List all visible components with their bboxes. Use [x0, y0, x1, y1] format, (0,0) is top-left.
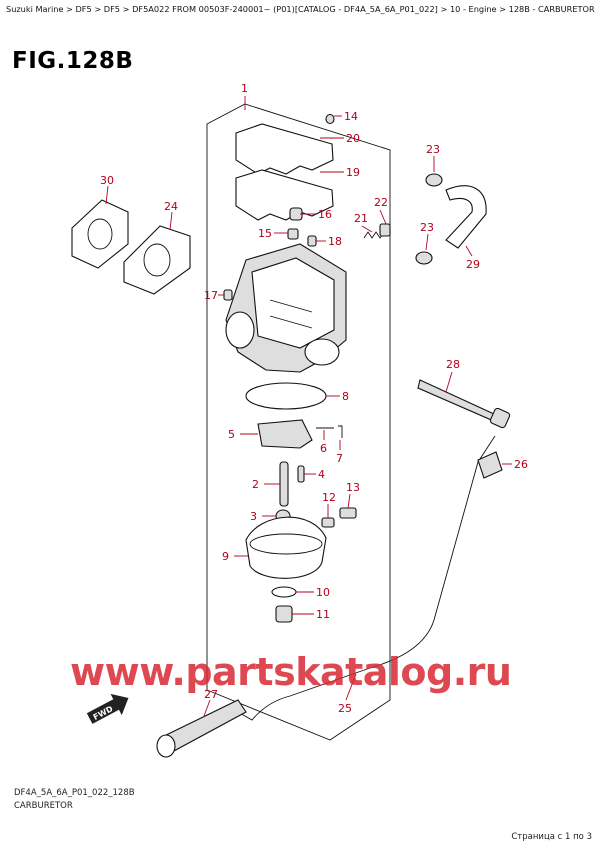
main-jet-2 [279, 461, 289, 507]
washer-10 [271, 586, 297, 598]
callout-labels: 1 14 20 19 30 24 16 15 18 21 22 23 23 29… [100, 82, 528, 715]
insulator-30 [71, 199, 129, 269]
callout-14: 14 [344, 110, 358, 123]
clip-23b [415, 251, 433, 265]
callout-17: 17 [204, 289, 218, 302]
needle-4 [297, 465, 305, 483]
callout-16: 16 [318, 208, 332, 221]
float-bowl-9 [245, 516, 327, 579]
diagram-code: DF4A_5A_6A_P01_022_128B [14, 788, 135, 798]
callout-11: 11 [316, 608, 330, 621]
callout-12: 12 [322, 491, 336, 504]
callout-6: 6 [320, 442, 327, 455]
callout-21: 21 [354, 212, 368, 225]
watermark-text: www.partskatalog.ru [70, 650, 512, 694]
float-5 [257, 419, 313, 449]
gasket-20 [235, 123, 334, 175]
callout-19: 19 [346, 166, 360, 179]
callout-23b: 23 [420, 221, 434, 234]
callout-5: 5 [228, 428, 235, 441]
spring-21 [363, 231, 385, 239]
jet-17 [223, 289, 233, 301]
clip-23a [425, 173, 443, 187]
jet-15 [287, 228, 299, 240]
callout-1: 1 [241, 82, 248, 95]
callout-9: 9 [222, 550, 229, 563]
callout-28: 28 [446, 358, 460, 371]
screw-22 [379, 223, 391, 237]
hose-29 [445, 185, 487, 249]
callout-29: 29 [466, 258, 480, 271]
callout-27: 27 [204, 688, 218, 701]
callout-7: 7 [336, 452, 343, 465]
figure-title: FIG.128B [12, 48, 134, 74]
screw-13 [339, 507, 357, 519]
bolt-28 [417, 379, 497, 423]
screw-14 [325, 113, 335, 125]
callout-15: 15 [258, 227, 272, 240]
carburetor-body [225, 243, 347, 373]
diagram-name: CARBURETOR [14, 801, 73, 811]
breadcrumb[interactable]: Suzuki Marine > DF5 > DF5 > DF5A022 FROM… [6, 4, 596, 14]
drain-bolt-11 [275, 605, 293, 623]
rod-25 [237, 435, 496, 721]
clip-7 [338, 425, 343, 438]
callout-3: 3 [250, 510, 257, 523]
clip-26 [477, 451, 503, 479]
leader-lines [105, 96, 512, 717]
callout-13: 13 [346, 481, 360, 494]
jet-18 [307, 235, 317, 247]
callout-25: 25 [338, 702, 352, 715]
page-indicator: Страница с 1 по 3 [511, 832, 592, 842]
callout-4: 4 [318, 468, 325, 481]
callout-8: 8 [342, 390, 349, 403]
callout-26: 26 [514, 458, 528, 471]
callout-30: 30 [100, 174, 114, 187]
gasket-8 [245, 382, 327, 410]
callout-18: 18 [328, 235, 342, 248]
spring-12 [321, 517, 335, 528]
callout-2: 2 [252, 478, 259, 491]
callout-24: 24 [164, 200, 178, 213]
callout-10: 10 [316, 586, 330, 599]
callout-23a: 23 [426, 143, 440, 156]
gasket-24 [123, 225, 191, 295]
callout-20: 20 [346, 132, 360, 145]
callout-22: 22 [374, 196, 388, 209]
